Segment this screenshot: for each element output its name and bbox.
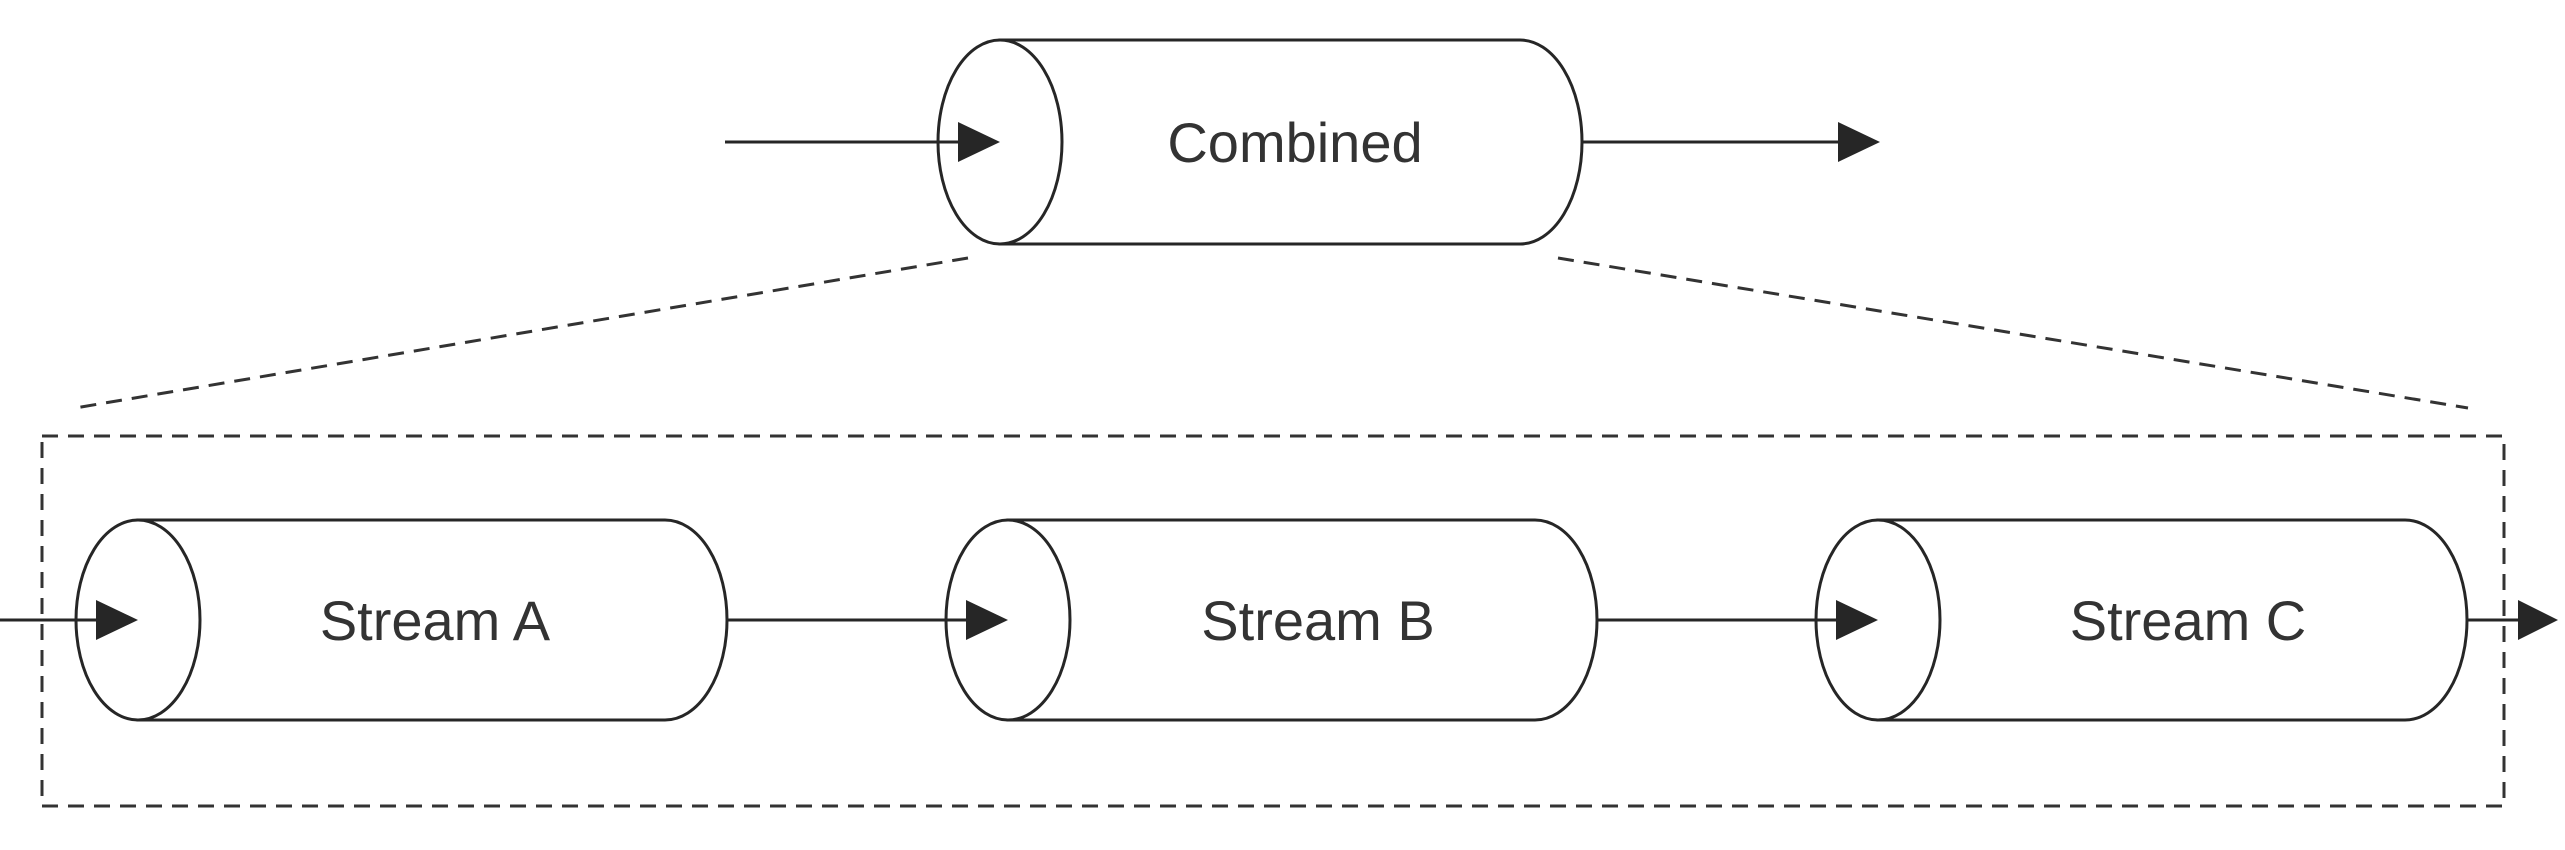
combined-output-arrow [1582,122,1880,162]
stream-b-to-c-arrow [1597,600,1878,640]
stream-a-to-b-arrow [727,600,1008,640]
expansion-line-left [74,256,969,410]
expansion-line-right [1557,256,2469,410]
combined-input-arrow [725,122,1000,162]
expanded-streams-box [40,434,2506,808]
stream-c-label: Stream C [2070,589,2307,652]
stream-b-label: Stream B [1201,589,1434,652]
combined-label: Combined [1167,111,1422,174]
combined-stream-cylinder: Combined [936,38,1584,246]
stream-c-cylinder: Stream C [1814,518,2469,722]
stream-a-cylinder: Stream A [74,518,729,722]
stream-a-label: Stream A [320,589,551,652]
stream-c-output-arrow [2467,600,2558,640]
stream-a-input-arrow [0,600,138,640]
stream-b-cylinder: Stream B [944,518,1599,722]
